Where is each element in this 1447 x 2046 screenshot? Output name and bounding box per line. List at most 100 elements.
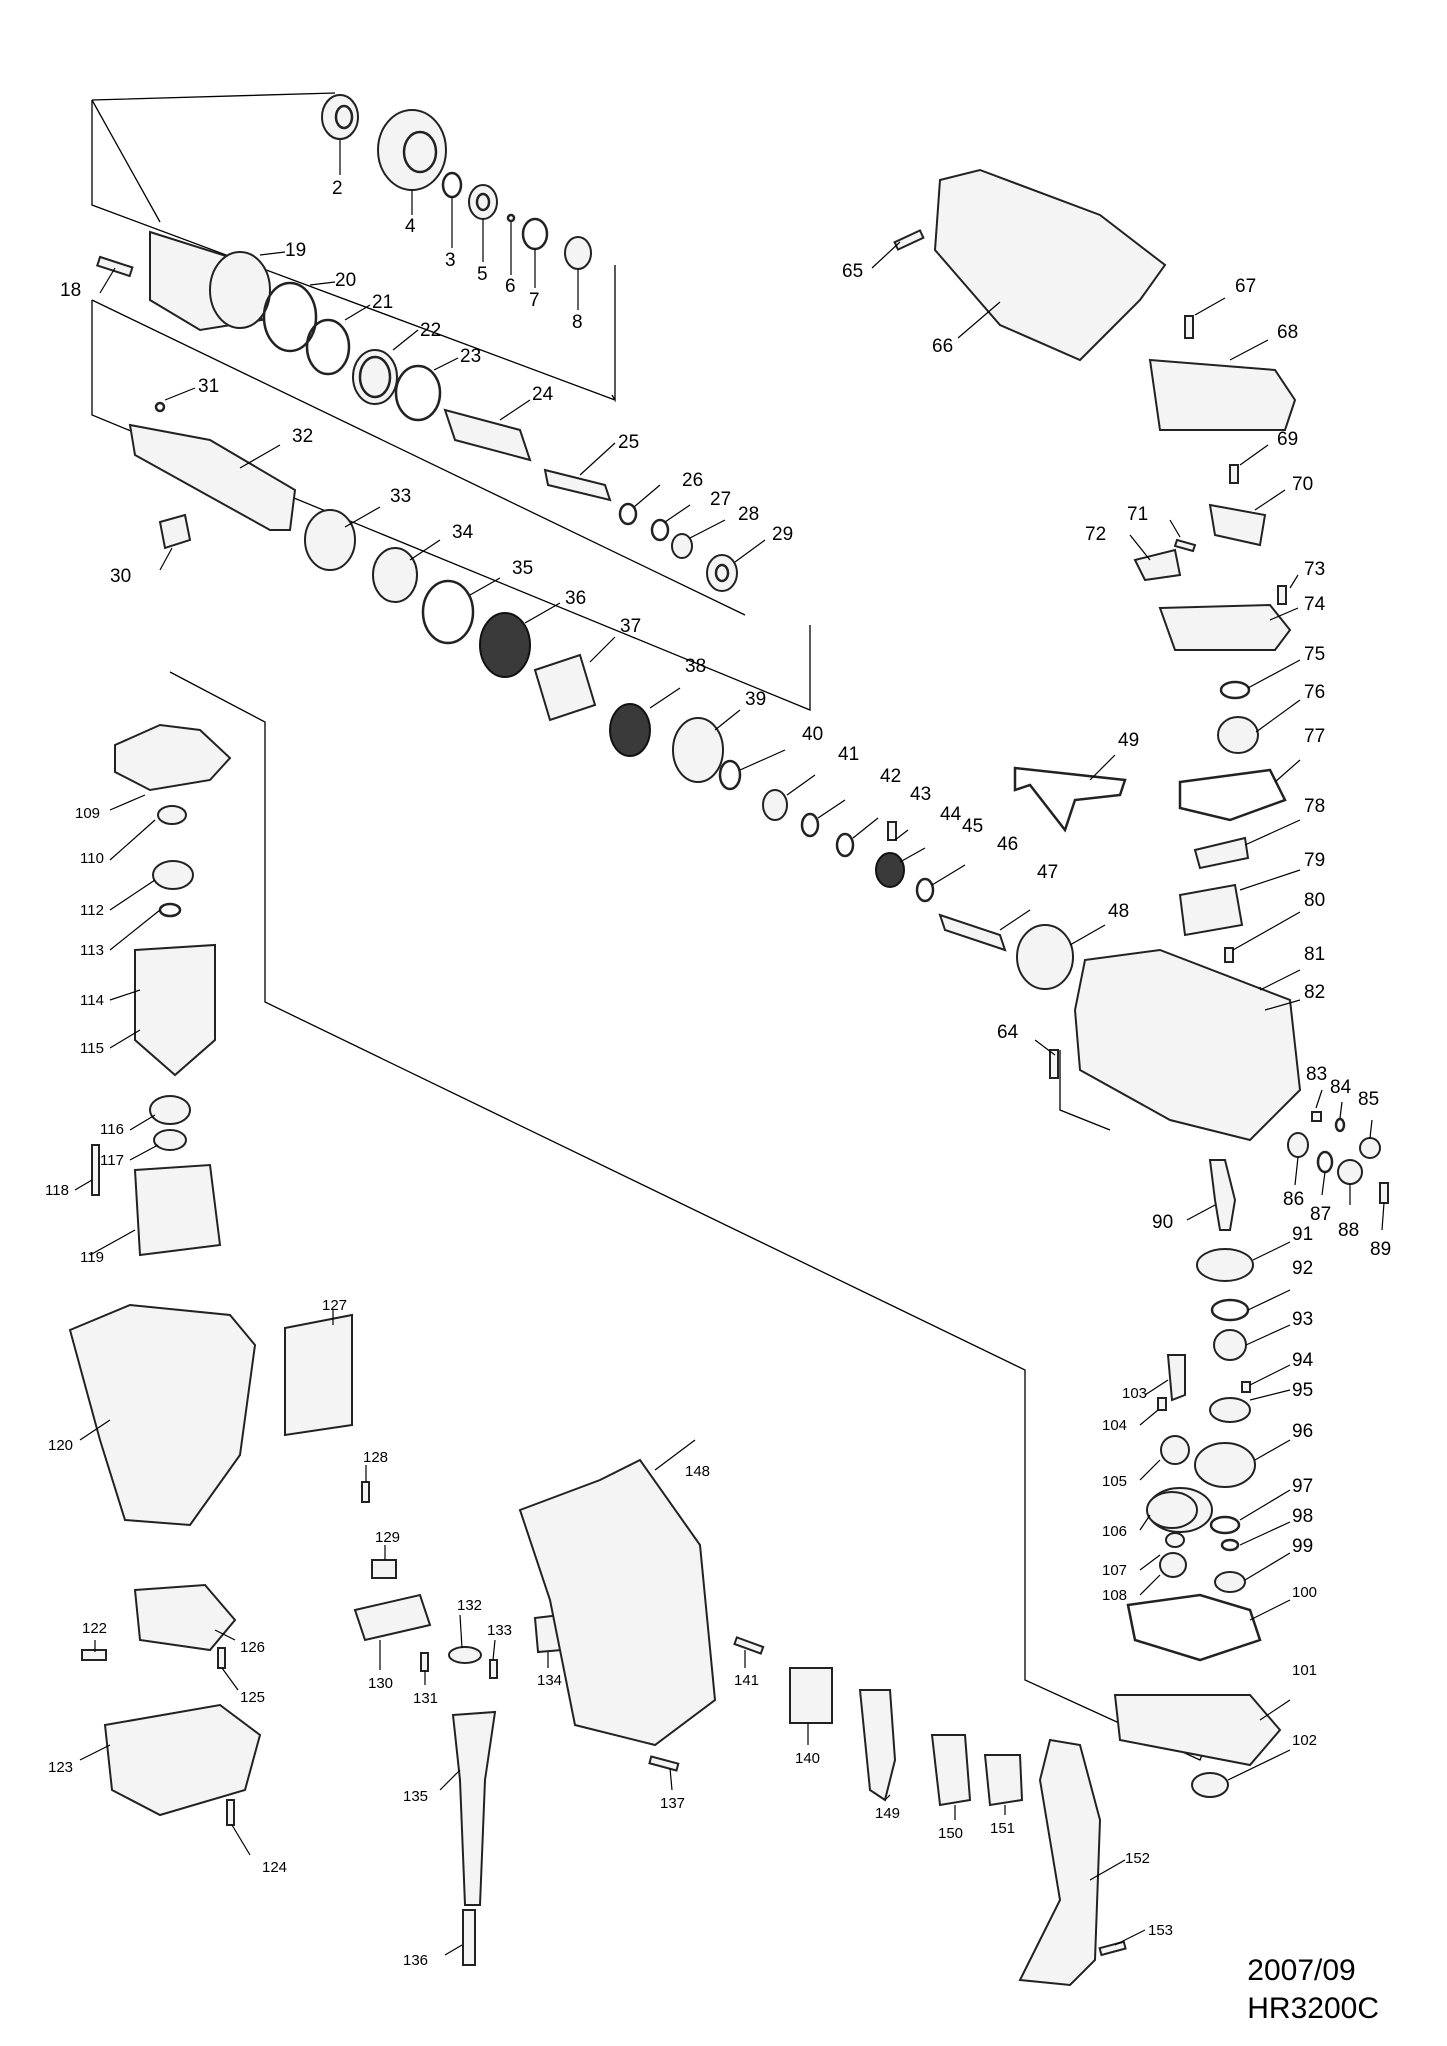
part-123-cover	[103, 1703, 262, 1817]
label-103: 103	[1122, 1385, 1147, 1402]
label-127: 127	[322, 1297, 347, 1314]
label-97: 97	[1292, 1476, 1313, 1497]
label-151: 151	[990, 1820, 1015, 1837]
part-44-pin	[887, 821, 897, 841]
label-86: 86	[1283, 1189, 1304, 1210]
part-105-bearing	[1160, 1435, 1190, 1465]
part-76-gear	[1217, 716, 1259, 754]
label-150: 150	[938, 1825, 963, 1842]
label-93: 93	[1292, 1309, 1313, 1330]
part-45-piston	[875, 852, 905, 888]
part-131-screw	[420, 1652, 429, 1672]
label-140: 140	[795, 1750, 820, 1767]
part-80-pin	[1224, 947, 1234, 963]
label-152: 152	[1125, 1850, 1150, 1867]
part-27-ring	[650, 518, 670, 542]
label-106: 106	[1102, 1523, 1127, 1540]
frame-barrel-top	[91, 92, 616, 403]
part-84-ring	[1334, 1117, 1346, 1133]
label-25: 25	[618, 432, 639, 453]
label-36: 36	[565, 588, 586, 609]
label-19: 19	[285, 240, 306, 261]
frame-front-gearing	[91, 99, 161, 223]
part-153-screw	[1098, 1940, 1127, 1957]
part-73-screw	[1277, 585, 1287, 605]
part-101-plate	[1113, 1694, 1282, 1767]
part-116-bearing	[149, 1095, 191, 1125]
label-101: 101	[1292, 1662, 1317, 1679]
label-107: 107	[1102, 1562, 1127, 1579]
part-65-screw	[893, 229, 925, 251]
part-21-ring	[305, 318, 351, 376]
label-4: 4	[405, 216, 416, 237]
label-26: 26	[682, 470, 703, 491]
part-31-ball	[154, 401, 166, 413]
part-99-ring	[1220, 1538, 1240, 1552]
label-148: 148	[685, 1463, 710, 1480]
part-91-bearing	[1196, 1248, 1254, 1282]
label-7: 7	[529, 290, 540, 311]
part-41-spring	[762, 789, 788, 821]
part-40-ring	[718, 759, 742, 791]
label-78: 78	[1304, 796, 1325, 817]
part-94-key	[1241, 1381, 1251, 1393]
label-35: 35	[512, 558, 533, 579]
part-3-ring	[441, 171, 463, 199]
label-72: 72	[1085, 524, 1106, 545]
label-75: 75	[1304, 644, 1325, 665]
part-71-spring	[1173, 538, 1197, 553]
frame-gear-housing	[1059, 1050, 1111, 1131]
part-24-striker	[443, 408, 532, 462]
label-33: 33	[390, 486, 411, 507]
part-136-cord	[462, 1909, 476, 1966]
label-65: 65	[842, 261, 863, 282]
label-46: 46	[997, 834, 1018, 855]
part-148-handle-housing	[518, 1458, 717, 1747]
label-132: 132	[457, 1597, 482, 1614]
part-102-disc	[1191, 1772, 1229, 1798]
part-69-screw	[1229, 464, 1239, 484]
parts-right-gearing	[1113, 1159, 1282, 1798]
label-137: 137	[660, 1795, 685, 1812]
label-43: 43	[910, 784, 931, 805]
label-94: 94	[1292, 1350, 1314, 1371]
part-42-ring	[800, 812, 820, 838]
part-29-bearing	[706, 554, 738, 592]
part-77-gasket	[1178, 768, 1287, 822]
part-49-wire	[1013, 766, 1127, 833]
part-35-ring	[421, 579, 475, 645]
label-23: 23	[460, 346, 481, 367]
label-128: 128	[363, 1449, 388, 1466]
part-106-gear	[1146, 1491, 1198, 1529]
label-108: 108	[1102, 1587, 1127, 1604]
part-107-bearing	[1165, 1532, 1185, 1548]
part-95-clutch	[1209, 1397, 1251, 1423]
label-6: 6	[505, 276, 516, 297]
label-81: 81	[1304, 944, 1325, 965]
part-114-armature	[134, 943, 216, 1077]
part-122-cap	[81, 1649, 107, 1661]
label-38: 38	[685, 656, 706, 677]
label-37: 37	[620, 616, 641, 637]
part-70-lever	[1208, 503, 1267, 547]
parts-motor-housing	[68, 1303, 564, 1966]
part-79-bracket	[1178, 883, 1244, 937]
part-75-ring	[1219, 680, 1251, 700]
label-84: 84	[1330, 1077, 1352, 1098]
label-119: 119	[80, 1249, 104, 1266]
part-110-ring	[157, 805, 187, 825]
part-48-bearing	[1016, 924, 1074, 990]
part-126-brush-holder	[133, 1583, 237, 1652]
label-141: 141	[734, 1672, 759, 1689]
label-102: 102	[1292, 1732, 1317, 1749]
parts-top-cover	[893, 168, 1389, 1204]
part-140-label	[789, 1667, 833, 1724]
part-118-screw	[91, 1144, 100, 1196]
label-100: 100	[1292, 1584, 1317, 1601]
part-78-plate	[1193, 836, 1250, 870]
label-69: 69	[1277, 429, 1298, 450]
part-22-inner	[358, 355, 392, 399]
part-152-grip	[1018, 1738, 1102, 1987]
label-3: 3	[445, 250, 456, 271]
